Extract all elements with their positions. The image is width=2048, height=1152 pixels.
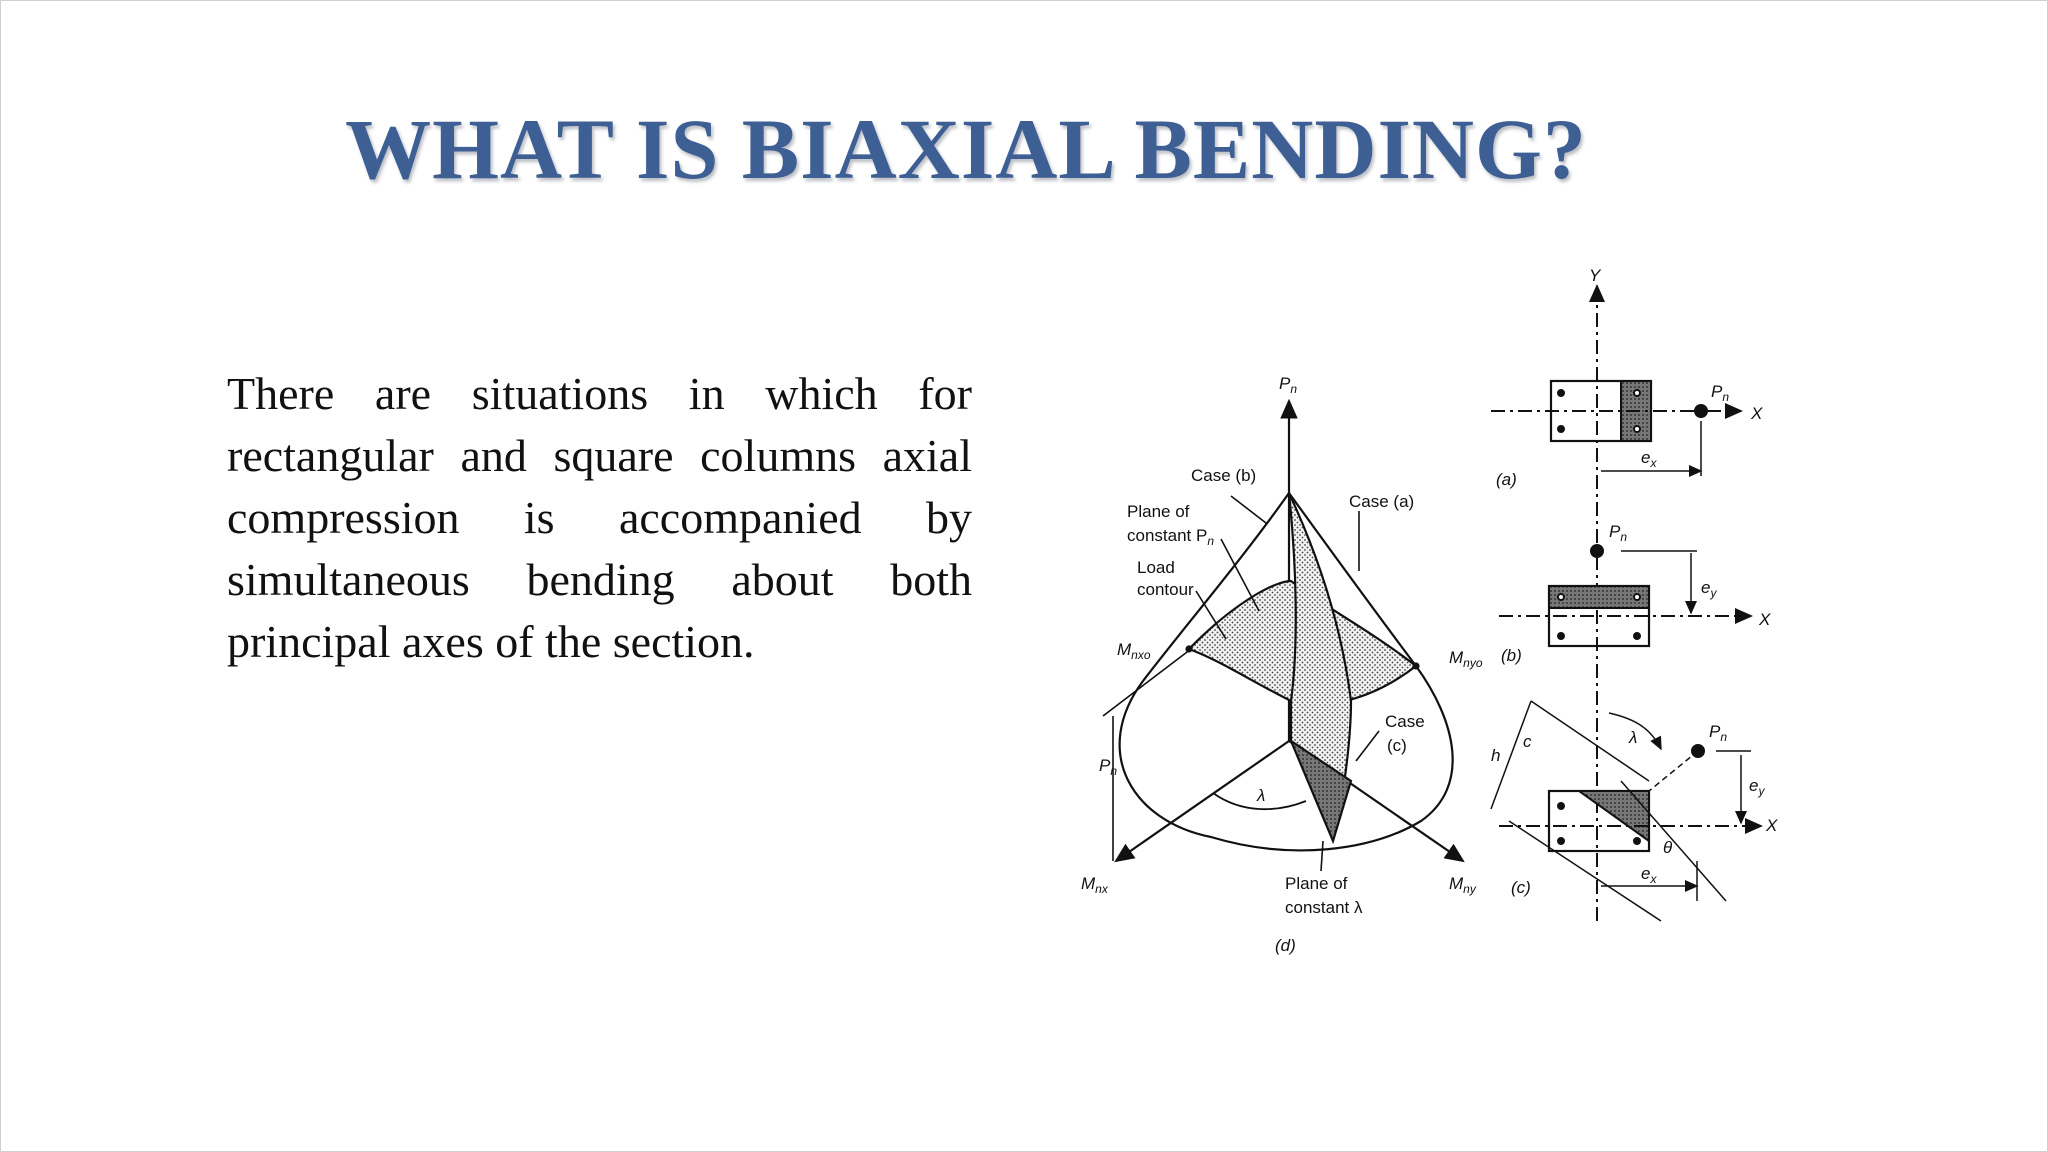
svg-text:Pn: Pn (1279, 374, 1297, 396)
plane-lambda-label-1: Plane of (1285, 874, 1348, 893)
svg-text:constant Pn: constant Pn (1127, 526, 1214, 548)
section-b-compression-zone (1548, 585, 1650, 609)
svg-text:Mnxo: Mnxo (1117, 640, 1151, 662)
section-b-x-label: X (1758, 610, 1771, 629)
section-c-c-label: c (1523, 732, 1532, 751)
case-c-label-2: (c) (1387, 736, 1407, 755)
svg-text:ey: ey (1701, 578, 1717, 600)
svg-text:Pn: Pn (1709, 722, 1727, 744)
d-label: (d) (1275, 936, 1296, 955)
section-b-ey-label: e (1701, 578, 1710, 597)
section-diagrams (1490, 284, 1763, 922)
outer-surface (1118, 491, 1454, 852)
lambda-arc (1212, 792, 1307, 811)
svg-text:Mnx: Mnx (1081, 874, 1109, 896)
case-a-label: Case (a) (1349, 492, 1414, 511)
plane-pn-label-1: Plane of (1127, 502, 1190, 521)
interaction-surface (1102, 398, 1465, 872)
pn-left-label: P (1099, 756, 1111, 775)
leader-case-b (1230, 495, 1267, 524)
section-a-pn-label: P (1711, 382, 1723, 401)
section-labels: Y Pn X ex (a) Pn ey X (b) Pn λ h c ey X … (1491, 266, 1778, 897)
mnyo-point (1412, 662, 1420, 670)
section-c-pn-label: P (1709, 722, 1721, 741)
section-a-ex-label: e (1641, 448, 1650, 467)
section-b-label: (b) (1501, 646, 1522, 665)
slide-title: WHAT IS BIAXIAL BENDING? (345, 101, 1587, 197)
pn-dim-tick (1102, 648, 1192, 717)
section-c-compression-zone (1575, 790, 1650, 843)
section-b-pn-label: P (1609, 522, 1621, 541)
svg-text:ey: ey (1749, 776, 1765, 798)
svg-text:ex: ex (1641, 448, 1657, 470)
section-c-lambda-label: λ (1628, 728, 1637, 747)
section-a-label: (a) (1496, 470, 1517, 489)
interaction-diagram-figure: Pn Case (b) Case (a) Plane of constant P… (1061, 261, 1781, 981)
svg-text:Mny: Mny (1449, 874, 1477, 896)
section-a-load-point (1694, 404, 1708, 418)
load-contour-label-2: contour (1137, 580, 1194, 599)
section-c-x-label: X (1765, 816, 1778, 835)
y-axis-label: Y (1589, 266, 1602, 285)
svg-text:Mnyo: Mnyo (1449, 648, 1483, 670)
case-c-label-1: Case (1385, 712, 1425, 731)
section-b-load-point (1590, 544, 1604, 558)
lambda-label: λ (1256, 786, 1265, 805)
slide-body-text: There are situations in which for rectan… (227, 368, 972, 667)
pn-top-label: P (1279, 374, 1291, 393)
section-c-label: (c) (1511, 878, 1531, 897)
section-b (1499, 544, 1753, 648)
leader-case-c (1355, 730, 1380, 762)
leader-plane-lambda (1320, 840, 1324, 872)
case-b-label: Case (b) (1191, 466, 1256, 485)
load-contour-label-1: Load (1137, 558, 1175, 577)
leader-plane-pn (1220, 538, 1260, 612)
section-c-ey-label: e (1749, 776, 1758, 795)
mnyo-label: M (1449, 648, 1464, 667)
svg-text:Pn: Pn (1099, 756, 1117, 778)
biaxial-interaction-diagram: Pn Case (b) Case (a) Plane of constant P… (1081, 266, 1778, 955)
section-c-h-label: h (1491, 746, 1500, 765)
svg-text:Pn: Pn (1711, 382, 1729, 404)
section-c (1490, 700, 1763, 922)
svg-text:Pn: Pn (1609, 522, 1627, 544)
section-c-theta-label: θ (1663, 838, 1673, 857)
section-c-h-dim (1490, 700, 1532, 810)
section-a (1491, 379, 1743, 477)
mnx-axis (1114, 740, 1290, 863)
section-c-ex-label: e (1641, 864, 1650, 883)
plane-pn-label-2: constant P (1127, 526, 1207, 545)
mny-label: M (1449, 874, 1464, 893)
surface-labels: Pn Case (b) Case (a) Plane of constant P… (1081, 374, 1483, 955)
plane-lambda-label-2: constant λ (1285, 898, 1363, 917)
lambda-plane-lower (1288, 738, 1353, 845)
leader-load-contour (1195, 590, 1227, 640)
mnx-label: M (1081, 874, 1096, 893)
mnxo-label: M (1117, 640, 1132, 659)
section-a-x-label: X (1750, 404, 1763, 423)
svg-text:ex: ex (1641, 864, 1657, 886)
